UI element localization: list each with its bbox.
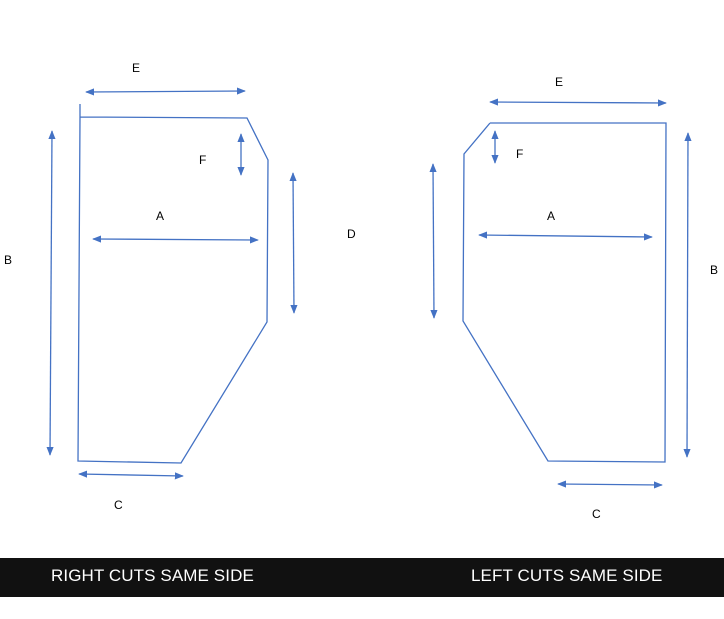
cut-diagram: E F A B D C E F A B C — [4, 61, 718, 521]
left-label-a: A — [547, 209, 555, 223]
right-dimension-c-arrow — [78, 470, 184, 480]
right-label-f: F — [199, 153, 206, 167]
left-label-e: E — [555, 75, 563, 89]
left-cuts-caption: LEFT CUTS SAME SIDE — [471, 566, 663, 585]
right-dimension-b-arrow — [46, 130, 56, 456]
left-dimension-a-arrow — [478, 231, 653, 241]
right-panel-outline — [77, 104, 269, 464]
right-dimension-d-arrow — [289, 172, 298, 314]
left-dimension-side-arrow — [429, 163, 438, 319]
right-label-b: B — [4, 253, 12, 267]
left-dimension-b-arrow — [683, 132, 692, 458]
left-cut-panel: E F A B C — [429, 75, 718, 521]
left-label-c: C — [592, 507, 601, 521]
right-label-c: C — [114, 498, 123, 512]
caption-bar: RIGHT CUTS SAME SIDE LEFT CUTS SAME SIDE — [0, 558, 724, 597]
right-cut-panel: E F A B D C — [4, 61, 356, 512]
left-panel-outline — [462, 122, 667, 463]
right-dimension-e-arrow — [85, 87, 246, 96]
right-label-e: E — [132, 61, 140, 75]
left-dimension-c-arrow — [557, 480, 663, 489]
right-dimension-a-arrow — [92, 235, 259, 244]
left-label-f: F — [516, 147, 523, 161]
right-label-a: A — [156, 209, 164, 223]
right-label-d: D — [347, 227, 356, 241]
left-label-b: B — [710, 263, 718, 277]
right-cuts-caption: RIGHT CUTS SAME SIDE — [51, 566, 254, 585]
left-dimension-e-arrow — [489, 98, 667, 107]
